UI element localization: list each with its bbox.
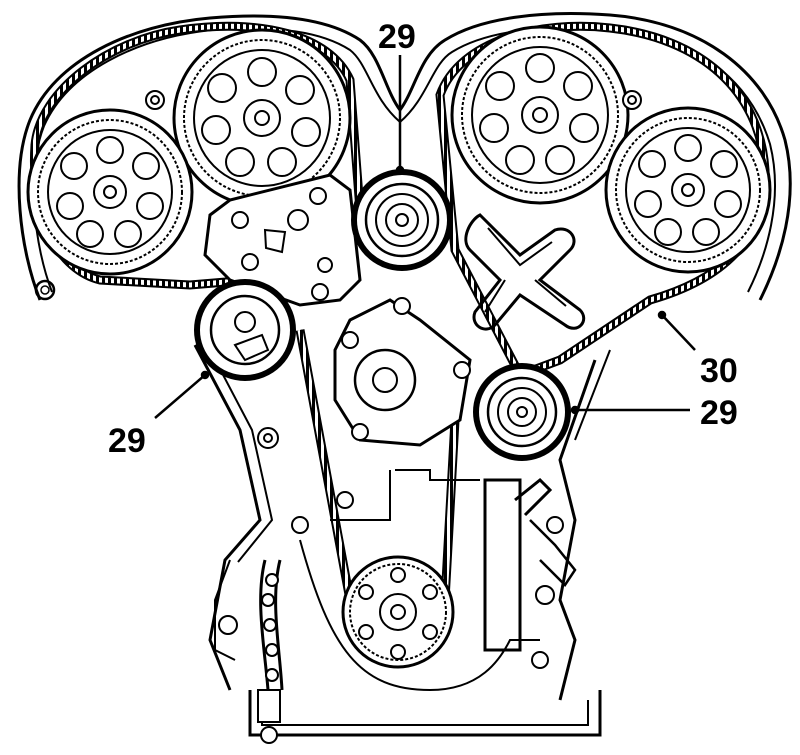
dipstick-tube: [257, 559, 284, 744]
callout-tensioner-top: 29: [378, 18, 416, 56]
leader-tensioner-left: [154, 374, 206, 419]
callout-tensioner-left: 29: [108, 422, 146, 460]
tensioner-right-pulley: [473, 363, 571, 461]
camshaft-sprocket-upper-left: [172, 28, 352, 208]
cover-casting: [464, 213, 586, 331]
tensioner-left-pulley: [194, 279, 296, 381]
tensioner-top-pulley: [351, 169, 453, 271]
callout-belt: 30: [700, 352, 738, 390]
water-pump: [333, 297, 472, 447]
crankshaft-sprocket: [341, 555, 455, 669]
leader-lines: [154, 55, 696, 419]
small-bosses: [145, 90, 642, 669]
leader-belt: [661, 314, 696, 351]
callout-tensioner-right: 29: [700, 394, 738, 432]
camshaft-sprocket-upper-right: [450, 25, 630, 205]
timing-belt-lower: [295, 329, 460, 601]
camshaft-sprocket-left: [26, 108, 194, 276]
right-side-rail: [330, 469, 577, 652]
camshaft-sprocket-right: [604, 106, 772, 274]
tensioner-bracket: [203, 173, 362, 307]
